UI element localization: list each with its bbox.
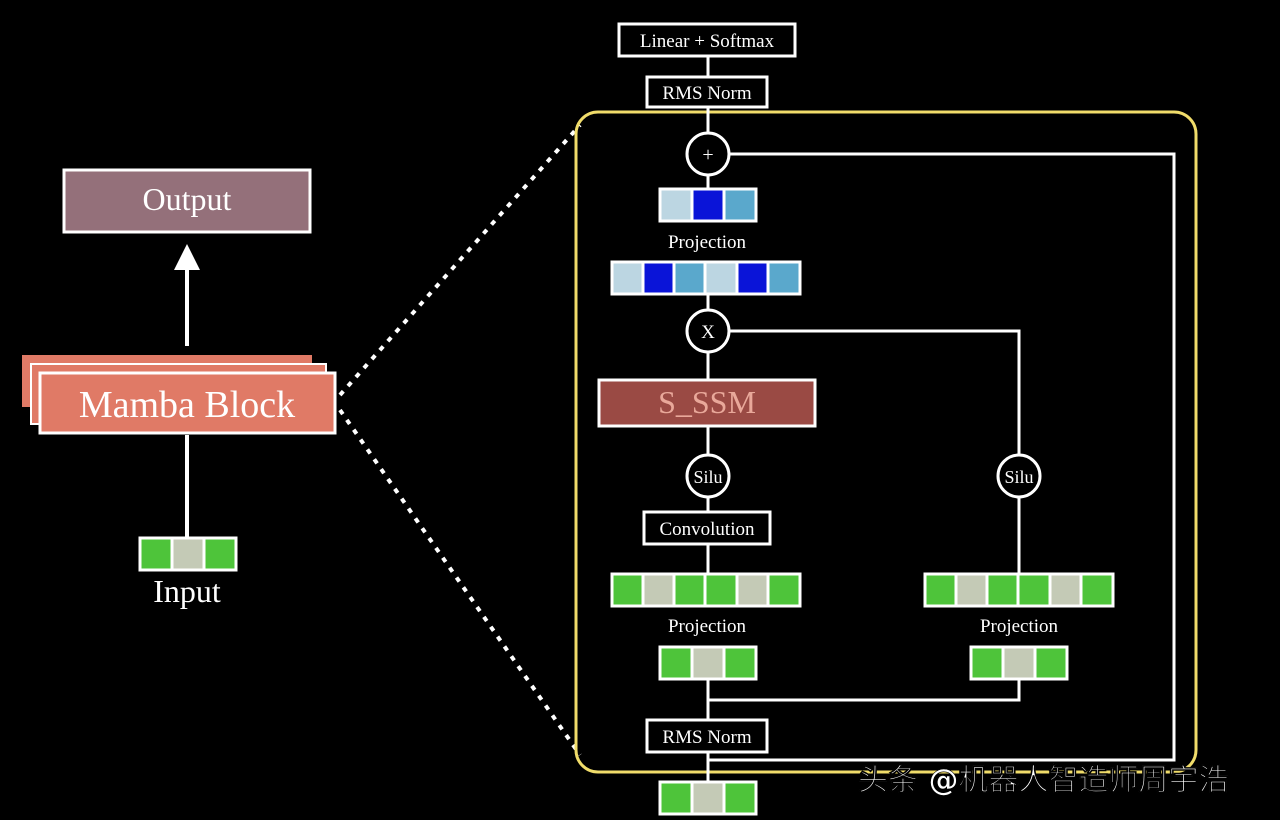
silu-left-label: Silu [693,467,722,487]
lwv-cell-6 [766,572,802,608]
rwv-cell-3 [985,572,1020,608]
out-projection-small-vector [658,187,758,223]
rwv-cell-1 [923,572,958,608]
mamba-block-detail-frame [574,110,1198,774]
mamba-block [38,371,337,435]
silu-right-label: Silu [1004,467,1033,487]
right-small-vector [969,645,1069,681]
rwv-cell-6 [1079,572,1115,608]
linear-softmax-label: Linear + Softmax [640,31,775,52]
lsv-cell-1 [658,645,694,681]
add-symbol: + [702,144,713,166]
lwv-cell-1 [610,572,645,608]
ssm-box [597,378,817,428]
lsv-cell-3 [722,645,758,681]
multiply-symbol: X [701,322,715,343]
right-wide-vector [923,572,1115,608]
branch-merge-line [708,680,1021,702]
out-projection-label: Projection [668,232,747,253]
mamba-block-label: Mamba Block [79,384,295,426]
opw-cell-6 [766,260,802,296]
rms-norm-bottom-box [645,718,769,754]
linear-softmax-box [617,22,797,58]
zoom-line-bottom [338,408,582,757]
opw-cell-4 [703,260,739,296]
opw-cell-5 [735,260,770,296]
convolution-label: Convolution [659,519,755,540]
lwv-cell-4 [703,572,739,608]
lsv-cell-2 [690,645,726,681]
in-projection-left-label: Projection [668,616,747,637]
lwv-cell-5 [735,572,770,608]
biv-cell-3 [722,780,758,816]
silu-right-node [996,453,1042,499]
rms-norm-top-label: RMS Norm [662,83,751,104]
lwv-cell-2 [641,572,676,608]
opw-cell-2 [641,260,676,296]
rsv-cell-1 [969,645,1005,681]
rwv-cell-5 [1048,572,1083,608]
left-wide-vector [610,572,802,608]
rwv-cell-2 [954,572,989,608]
input-cell-1 [138,536,174,572]
input-label: Input [153,573,221,609]
biv-cell-1 [658,780,694,816]
rms-norm-top-box [645,75,769,109]
gate-branch-line [730,329,1021,456]
rsv-cell-2 [1001,645,1037,681]
out-projection-wide-vector [610,260,802,296]
residual-connection [708,152,1176,762]
multiply-node [685,308,731,354]
up-arrow-head [174,244,200,270]
rms-norm-bottom-label: RMS Norm [662,727,751,748]
ssm-label: S_SSM [658,384,756,420]
opv-cell-3 [722,187,758,223]
zoom-line-top [338,123,582,397]
output-label: Output [143,181,232,217]
bottom-input-vector [658,780,758,816]
opv-cell-1 [658,187,694,223]
biv-cell-2 [690,780,726,816]
silu-left-node [685,453,731,499]
rwv-cell-4 [1016,572,1052,608]
opv-cell-2 [690,187,726,223]
in-projection-right-label: Projection [980,616,1059,637]
opw-cell-1 [610,260,645,296]
opw-cell-3 [672,260,707,296]
input-cell-3 [202,536,238,572]
rsv-cell-3 [1033,645,1069,681]
input-cell-2 [170,536,206,572]
lwv-cell-3 [672,572,707,608]
output-box [62,168,312,234]
input-vector [138,536,238,572]
add-node [685,131,731,177]
left-small-vector [658,645,758,681]
watermark: 头条 @机器人智造师周宇浩 [858,763,1228,798]
convolution-box [642,510,772,546]
